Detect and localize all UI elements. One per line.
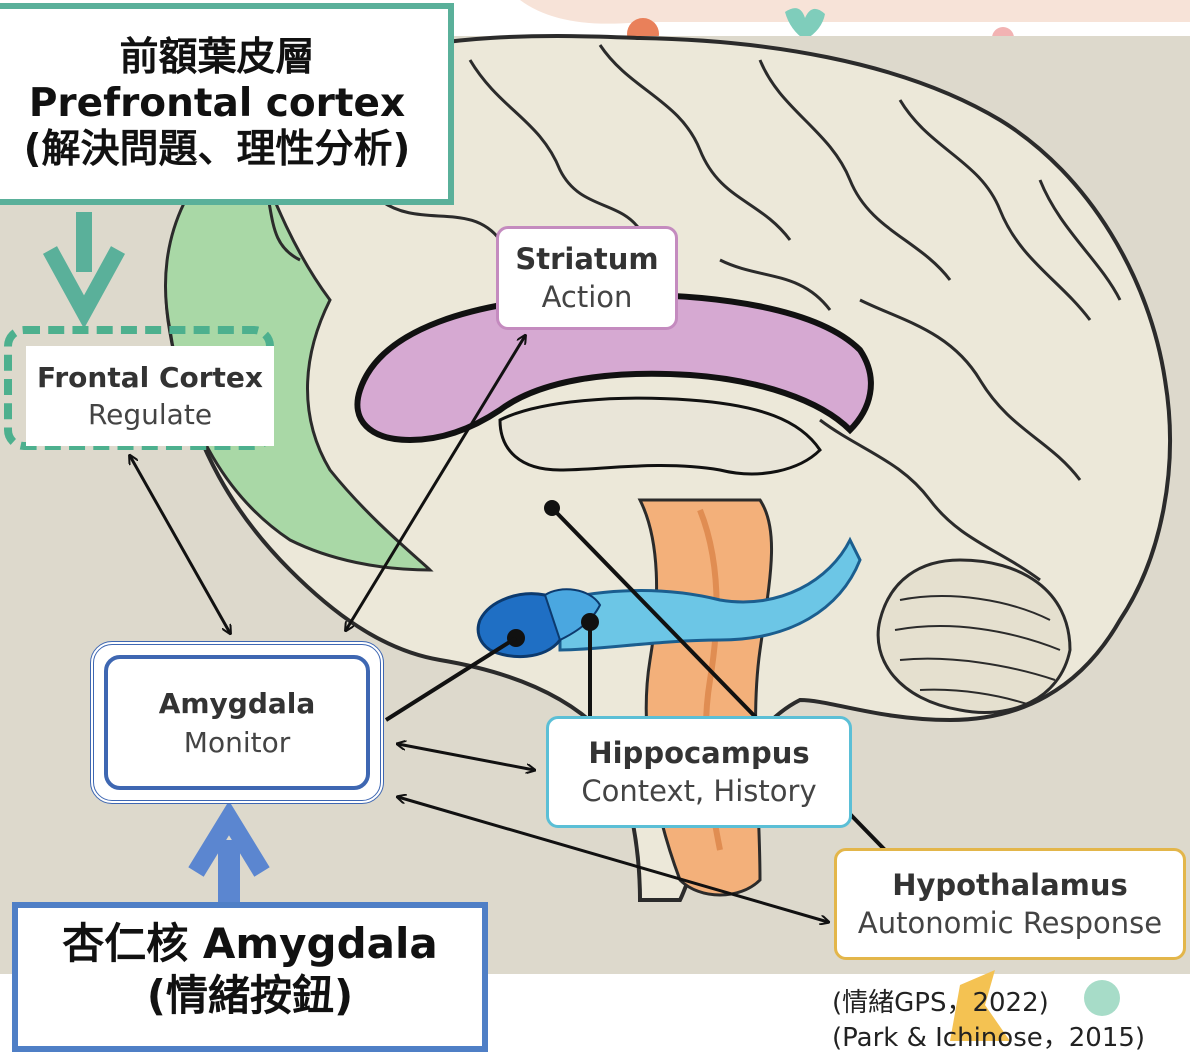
pfc-label-line3: (解決問題、理性分析) <box>24 127 411 173</box>
frontal-cortex-name: Frontal Cortex <box>37 361 263 394</box>
amygdala-label-line1: 杏仁核 Amygdala <box>62 918 437 970</box>
striatum-role: Action <box>542 280 633 314</box>
decor-dot-mint <box>1084 980 1120 1016</box>
hypothalamus-box: Hypothalamus Autonomic Response <box>834 848 1186 960</box>
hippocampus-box: Hippocampus Context, History <box>546 716 852 828</box>
amygdala-name: Amygdala <box>159 687 316 720</box>
hippocampus-name: Hippocampus <box>588 736 809 770</box>
hypothalamus-name: Hypothalamus <box>892 868 1128 902</box>
hippocampus-role: Context, History <box>581 774 816 808</box>
frontal-cortex-box: Frontal Cortex Regulate <box>4 326 274 450</box>
pfc-label-line1: 前額葉皮層 <box>119 35 314 81</box>
top-decor-band <box>520 0 1190 24</box>
frontal-cortex-role: Regulate <box>88 398 212 431</box>
striatum-name: Striatum <box>515 242 658 276</box>
striatum-box: Striatum Action <box>496 226 678 330</box>
prefrontal-cortex-label: 前額葉皮層 Prefrontal cortex (解決問題、理性分析) <box>0 3 454 205</box>
amygdala-label: 杏仁核 Amygdala (情緒按鈕) <box>12 902 488 1052</box>
hypothalamus-role: Autonomic Response <box>858 906 1162 940</box>
amygdala-box: Amygdala Monitor <box>90 641 384 804</box>
frontal-cortex-inner: Frontal Cortex Regulate <box>26 346 274 446</box>
citation-2: (Park & Ichinose，2015) <box>832 1017 1145 1054</box>
citation-1: (情緒GPS，2022) <box>832 982 1049 1019</box>
amygdala-label-line2: (情緒按鈕) <box>147 970 353 1022</box>
amygdala-role: Monitor <box>184 726 290 759</box>
pfc-label-line2: Prefrontal cortex <box>29 81 405 127</box>
amygdala-box-inner: Amygdala Monitor <box>104 655 370 790</box>
